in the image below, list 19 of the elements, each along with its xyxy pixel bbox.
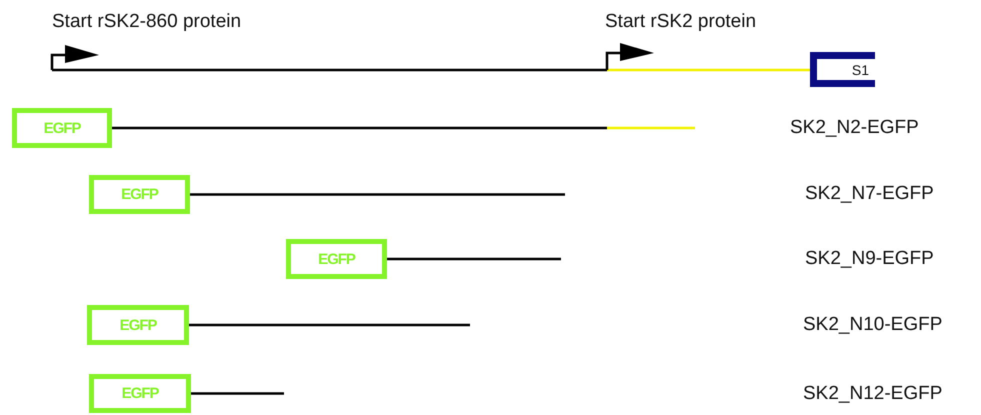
construct-name: SK2_N12-EGFP [803,383,942,405]
construct-name: SK2_N7-EGFP [805,183,934,205]
construct-name: SK2_N2-EGFP [790,117,919,139]
egfp-box [89,175,190,214]
egfp-box [12,108,112,148]
construct-name: SK2_N9-EGFP [805,248,934,270]
box-label: EGFP [121,186,158,203]
box-label: EGFP [122,385,158,402]
egfp-box [89,374,191,413]
start-label: Start rSK2 protein [605,11,756,33]
egfp-box [87,305,189,345]
box-label: EGFP [120,316,156,334]
box-label: S1 [852,62,869,78]
box-label: EGFP [44,120,80,136]
egfp-box [286,239,387,279]
segment-bracket [810,52,875,87]
construct-name: SK2_N10-EGFP [803,314,942,336]
box-label: EGFP [318,250,355,268]
start-label: Start rSK2-860 protein [52,11,242,33]
